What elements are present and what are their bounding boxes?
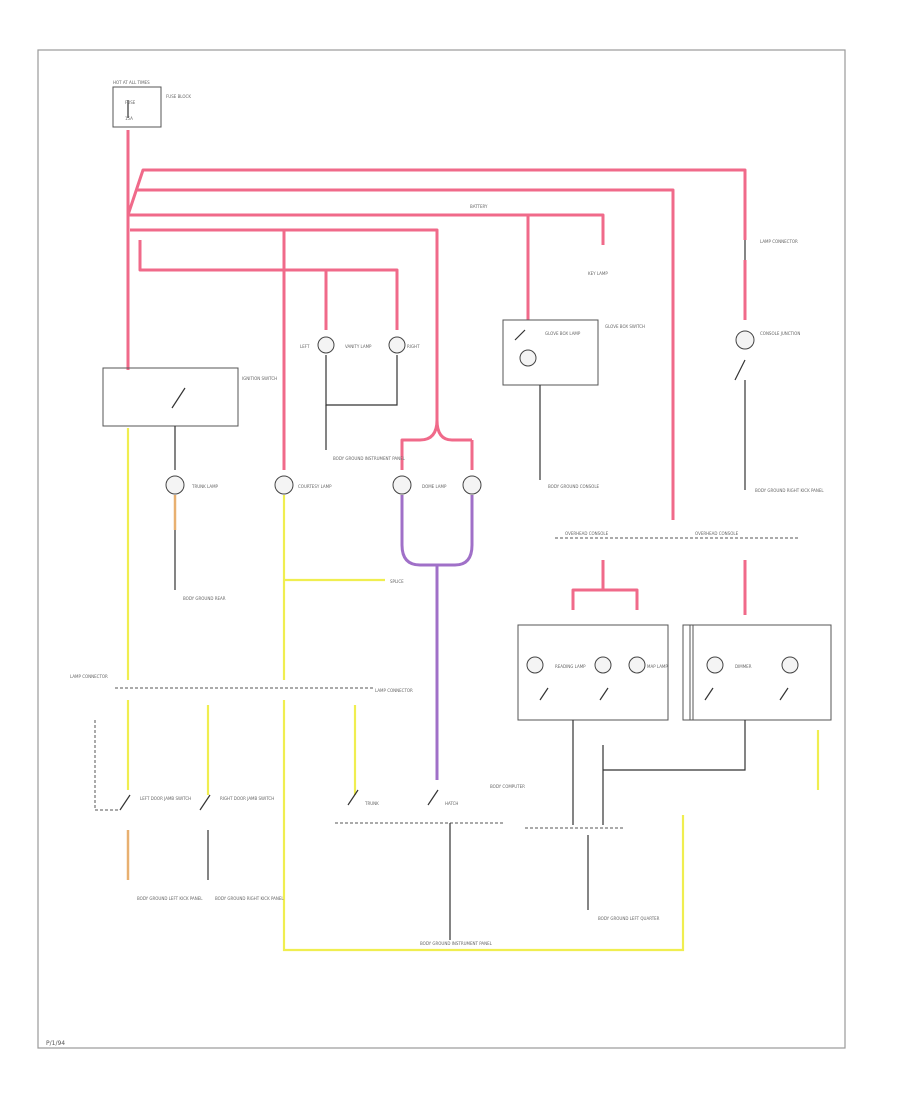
splice-label: SPLICE — [390, 579, 404, 584]
map-lamp-label: MAP LAMP — [647, 664, 668, 669]
fuse-block-label: FUSE BLOCK — [166, 94, 191, 99]
ground-instrument-label: BODY GROUND INSTRUMENT PANEL — [333, 456, 406, 461]
vanity-lamp-label: VANITY LAMP — [345, 344, 372, 349]
trunk-lamp-label: TRUNK LAMP — [191, 484, 219, 489]
overhead-console-right-label: OVERHEAD CONSOLE — [695, 531, 739, 536]
hot-at-all-times-label: HOT AT ALL TIMES — [113, 80, 150, 85]
glove-box-bulb-icon — [519, 349, 537, 367]
dimmer-left-bulb-icon — [706, 656, 724, 674]
vanity-right-bulb-icon — [388, 336, 406, 354]
key-lamp-bulb-icon — [735, 330, 755, 350]
lamp-connector-label: LAMP CONNECTOR — [760, 239, 798, 244]
lamp-connector-left-label: LAMP CONNECTOR — [70, 674, 108, 679]
trunk-lamp-bulb-icon — [165, 475, 185, 495]
glove-box-switch-label: GLOVE BOX SWITCH — [605, 324, 645, 329]
trunk-label: TRUNK — [364, 801, 379, 806]
glove-box-assembly: GLOVE BOX LAMP GLOVE BOX SWITCH BODY GRO… — [502, 319, 645, 489]
ground-left-kick-label: BODY GROUND LEFT KICK PANEL — [137, 896, 203, 901]
red-power-wires — [126, 130, 747, 615]
reading-lamp-left-bulb-icon — [526, 656, 544, 674]
page-code-label: P/1/94 — [46, 1040, 65, 1047]
ignition-switch-assembly: IGNITION SWITCH TRUNK LAMP BODY GROUND R… — [102, 367, 277, 601]
dome-lamp-assembly: DOME LAMP — [392, 475, 482, 780]
dimmer-label: DIMMER — [735, 664, 752, 669]
courtesy-lamp-label: COURTESY LAMP — [298, 484, 332, 489]
console-junction-label: CONSOLE JUNCTION — [760, 331, 800, 336]
lamp-connector-center-label: LAMP CONNECTOR — [375, 688, 413, 693]
courtesy-lamp-bulb-icon — [274, 475, 294, 495]
reading-lamp-right-bulb-icon — [594, 656, 612, 674]
glove-box-lamp-label: GLOVE BOX LAMP — [545, 331, 581, 336]
door-switch-assembly: LEFT DOOR JAMB SWITCH RIGHT DOOR JAMB SW… — [94, 720, 284, 901]
ground-right-kick-label: BODY GROUND RIGHT KICK PANEL — [755, 488, 824, 493]
key-lamp-label: KEY LAMP — [588, 271, 608, 276]
body-computer-assembly: TRUNK HATCH BODY COMPUTER BODY GROUND IN… — [335, 784, 525, 946]
ground-rear-label: BODY GROUND REAR — [183, 596, 226, 601]
body-computer-label: BODY COMPUTER — [490, 784, 525, 789]
dome-left-bulb-icon — [392, 475, 412, 495]
ground-console-label: BODY GROUND CONSOLE — [548, 484, 600, 489]
overhead-console-left-label: OVERHEAD CONSOLE — [565, 531, 609, 536]
fuse-rating-label: 15A — [125, 116, 133, 121]
door-switch-right-label: RIGHT DOOR JAMB SWITCH — [220, 796, 274, 801]
hatch-label: HATCH — [445, 801, 458, 806]
ground-right-kick-bottom-label: BODY GROUND RIGHT KICK PANEL — [215, 896, 284, 901]
vanity-left-label: LEFT — [300, 344, 310, 349]
diagram-frame — [37, 49, 846, 1049]
battery-label: BATTERY — [470, 204, 488, 209]
dome-lamp-label: DOME LAMP — [422, 484, 447, 489]
fuse-label: FUSE — [125, 100, 136, 105]
map-lamp-bulb-icon — [628, 656, 646, 674]
vanity-left-bulb-icon — [317, 336, 335, 354]
fuse-block: HOT AT ALL TIMES FUSE BLOCK FUSE 15A — [112, 80, 191, 128]
ignition-switch-label: IGNITION SWITCH — [242, 376, 277, 381]
yellow-wires — [126, 428, 820, 952]
ground-left-quarter-label: BODY GROUND LEFT QUARTER — [598, 916, 660, 921]
dimmer-right-bulb-icon — [781, 656, 799, 674]
door-switch-left-label: LEFT DOOR JAMB SWITCH — [140, 796, 191, 801]
overhead-console-assembly: OVERHEAD CONSOLE OVERHEAD CONSOLE READIN… — [517, 531, 832, 921]
vanity-lamp-assembly: LEFT RIGHT VANITY LAMP BODY GROUND INSTR… — [300, 336, 420, 461]
ground-instrument-bottom-label: BODY GROUND INSTRUMENT PANEL — [420, 941, 493, 946]
reading-lamp-label: READING LAMP — [555, 664, 586, 669]
dome-right-bulb-icon — [462, 475, 482, 495]
vanity-right-label: RIGHT — [407, 344, 420, 349]
key-lamp-assembly: CONSOLE JUNCTION BODY GROUND RIGHT KICK … — [734, 240, 824, 493]
